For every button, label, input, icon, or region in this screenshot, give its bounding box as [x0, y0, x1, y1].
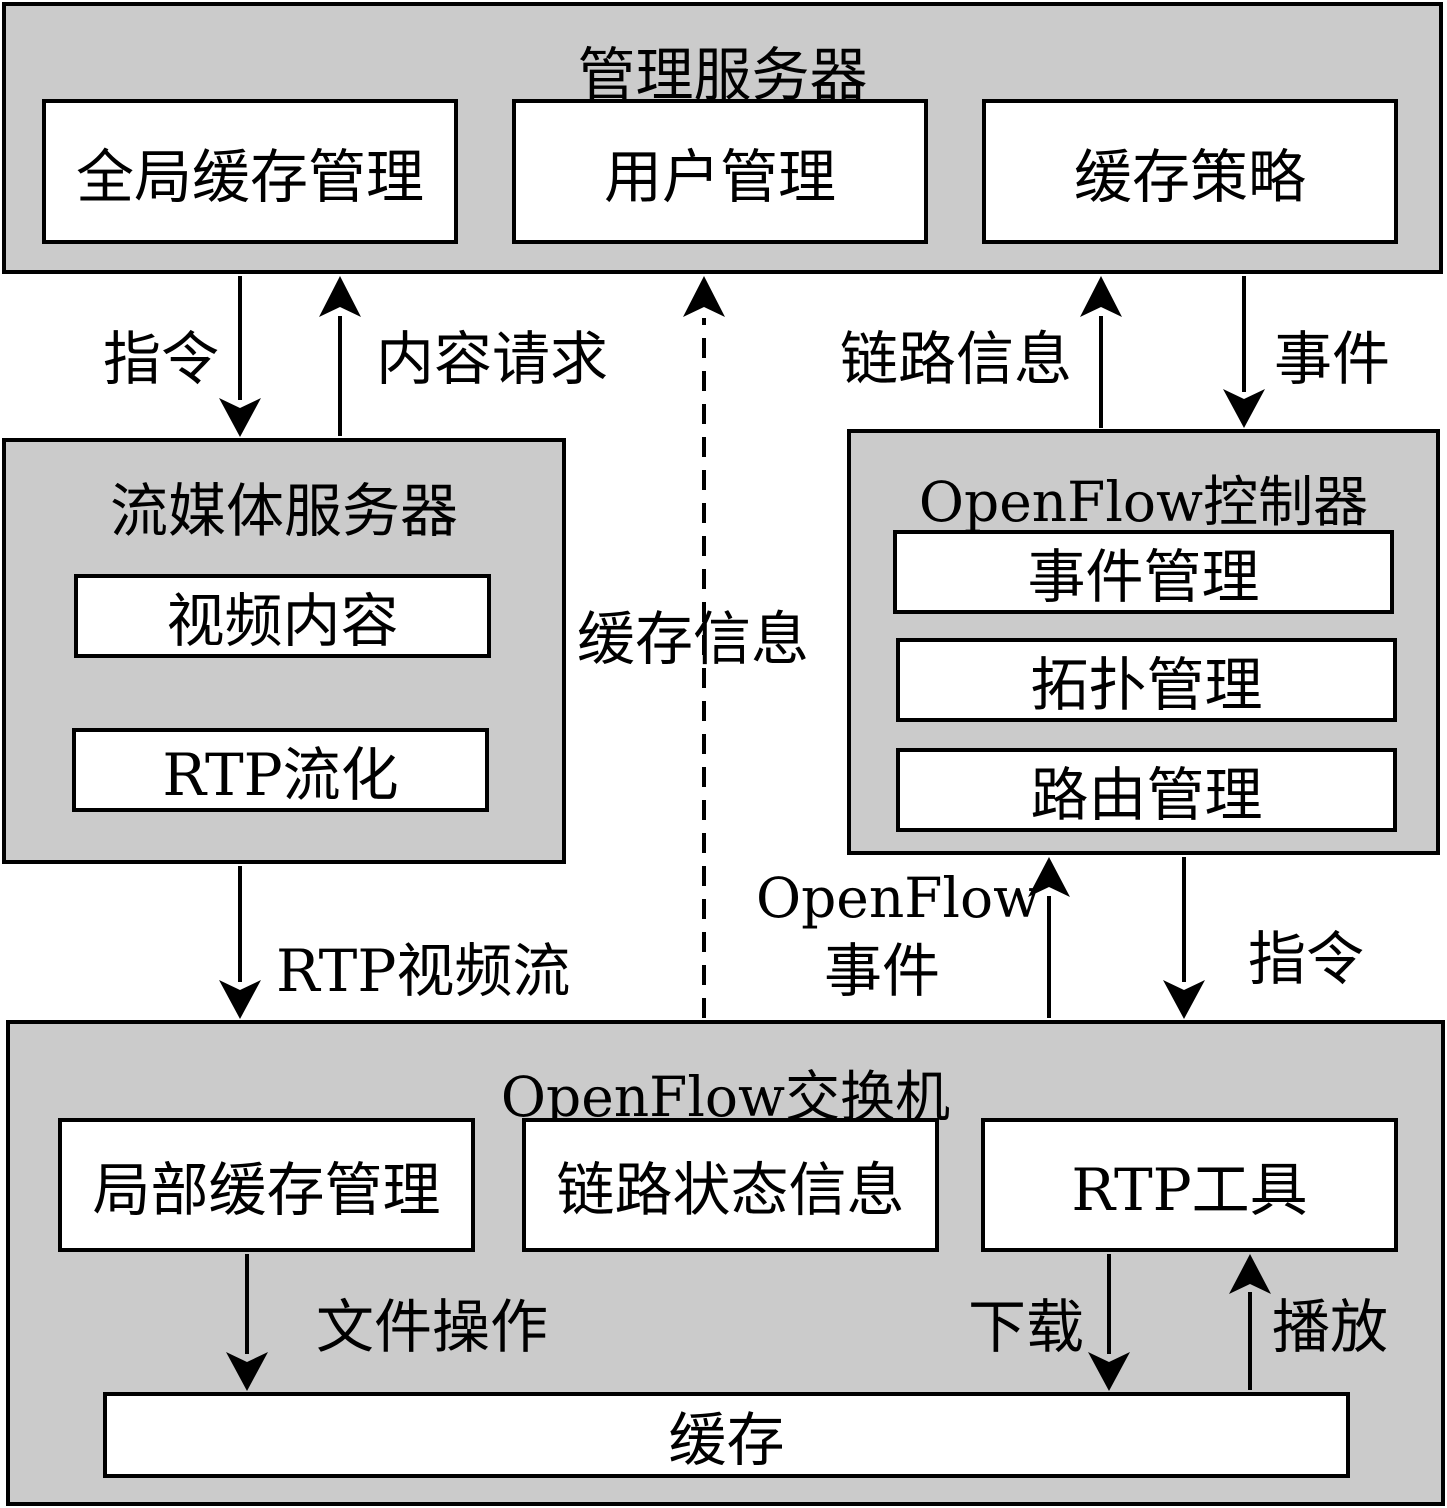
rtp-tools-module: RTP工具 — [981, 1118, 1398, 1252]
content-request-arrowhead — [319, 276, 361, 317]
management-server-title: 管理服务器 — [577, 41, 868, 109]
instruction-label: 指令 — [103, 325, 220, 393]
instruction-arrowhead — [219, 398, 261, 437]
routing-management-module: 路由管理 — [896, 748, 1397, 832]
event-arrowhead — [1223, 389, 1265, 428]
play-label: 播放 — [1272, 1293, 1389, 1361]
link-info-arrowhead — [1080, 276, 1122, 317]
link-info-label: 链路信息 — [840, 325, 1073, 393]
global-cache-management-module: 全局缓存管理 — [42, 99, 458, 244]
rtp-video-stream-label: RTP视频流 — [276, 937, 571, 1005]
openflow-event-label-line1: OpenFlow — [756, 866, 1041, 930]
streaming-server-title: 流媒体服务器 — [109, 477, 458, 545]
video-content-module: 视频内容 — [74, 574, 491, 658]
cache-strategy-module: 缓存策略 — [982, 99, 1398, 244]
link-state-info-module: 链路状态信息 — [522, 1118, 939, 1252]
local-cache-management-module: 局部缓存管理 — [58, 1118, 475, 1252]
event-management-module: 事件管理 — [893, 530, 1394, 614]
openflow-event-label-line2: 事件 — [824, 937, 941, 1005]
instruction-bottom-arrowhead — [1163, 980, 1205, 1019]
cache-info-label: 缓存信息 — [577, 605, 810, 673]
openflow-controller-title: OpenFlow控制器 — [918, 470, 1369, 534]
topology-management-module: 拓扑管理 — [896, 638, 1397, 722]
rtp-streaming-module: RTP流化 — [72, 728, 489, 812]
file-operation-label: 文件操作 — [316, 1293, 549, 1361]
user-management-module: 用户管理 — [512, 99, 928, 244]
content-request-label: 内容请求 — [376, 325, 609, 393]
cache-info-arrowhead — [683, 276, 725, 317]
download-label: 下载 — [968, 1293, 1085, 1361]
event-label: 事件 — [1274, 325, 1391, 393]
rtp-video-stream-arrowhead — [219, 980, 261, 1019]
cache-storage-box: 缓存 — [103, 1392, 1350, 1478]
instruction-bottom-label: 指令 — [1248, 925, 1365, 993]
